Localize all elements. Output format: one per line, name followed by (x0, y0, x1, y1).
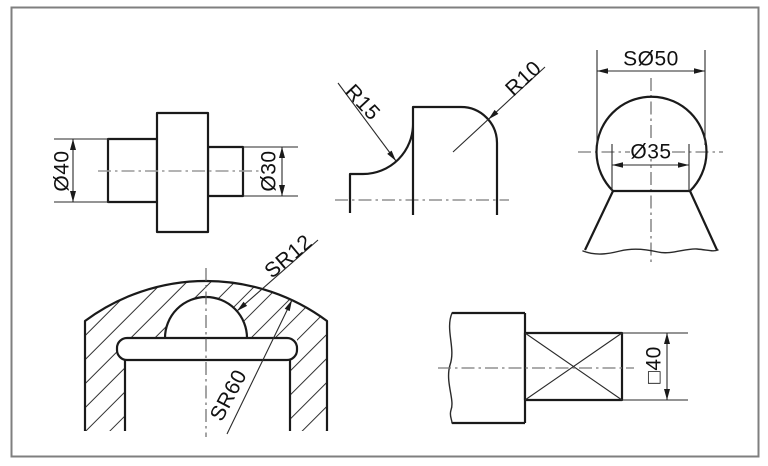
dim-label-r10: R10 (501, 57, 546, 101)
dim-label-d35: Ø35 (630, 140, 671, 163)
d40-arrow-up (70, 139, 76, 150)
flat-surface-diagonals (524, 332, 623, 401)
r10-arrow (488, 109, 499, 120)
dim-label-sr60: SR60 (206, 366, 252, 425)
profile-outline (348, 105, 499, 215)
dim-label-r15: R15 (340, 80, 384, 125)
d35-label-mask (630, 142, 672, 159)
d40-arrow-down (70, 191, 76, 202)
r15-arrow (387, 150, 396, 161)
d35-arrow-left (612, 162, 623, 168)
cone-stem-edges (584, 190, 719, 251)
shaft-flange (155, 111, 210, 234)
ball-socket-figure: SR12 SR60 (83, 230, 329, 437)
sq40-arrow-up (664, 333, 670, 344)
stepped-shaft-figure: Ø40 Ø30 (50, 111, 298, 234)
r10-leader-line (452, 66, 546, 153)
square-shaft-figure: □40 (438, 311, 688, 425)
dim-label-sr12: SR12 (260, 230, 317, 283)
d30-arrow-down (279, 185, 285, 196)
r15-leader-line (337, 82, 397, 162)
sr60-leader-line (226, 299, 293, 435)
dim-label-sq40: □40 (642, 346, 665, 384)
dim-label-sd50: SØ50 (623, 47, 679, 70)
sr12-leader-line (236, 239, 319, 312)
sphere-outline (595, 95, 708, 193)
sd50-extension-lines (596, 50, 706, 145)
dim-label-d40: Ø40 (50, 150, 73, 191)
stem-break-line (582, 248, 719, 255)
sphere-figure: SØ50 Ø35 (578, 47, 723, 266)
d35-extension-lines (611, 144, 690, 191)
d30-arrow-up (279, 147, 285, 158)
filleted-profile-figure: R15 R10 (335, 57, 546, 215)
d35-arrow-right (678, 162, 689, 168)
sheet-border (10, 6, 760, 458)
sr12-arrow (237, 301, 248, 311)
d30-extension-lines (243, 146, 298, 197)
sd50-arrow-left (597, 68, 608, 74)
sq40-arrow-down (664, 389, 670, 400)
cylinder-break-line (447, 312, 453, 424)
sq40-extension-lines (622, 332, 688, 401)
socket-bore-walls (123, 360, 292, 431)
retainer-plate (115, 336, 299, 362)
sr60-arrow (284, 300, 292, 312)
section-hatch-area (85, 280, 327, 431)
sd50-arrow-right (694, 68, 705, 74)
dim-label-d30: Ø30 (257, 150, 280, 191)
d40-extension-lines (54, 138, 109, 203)
